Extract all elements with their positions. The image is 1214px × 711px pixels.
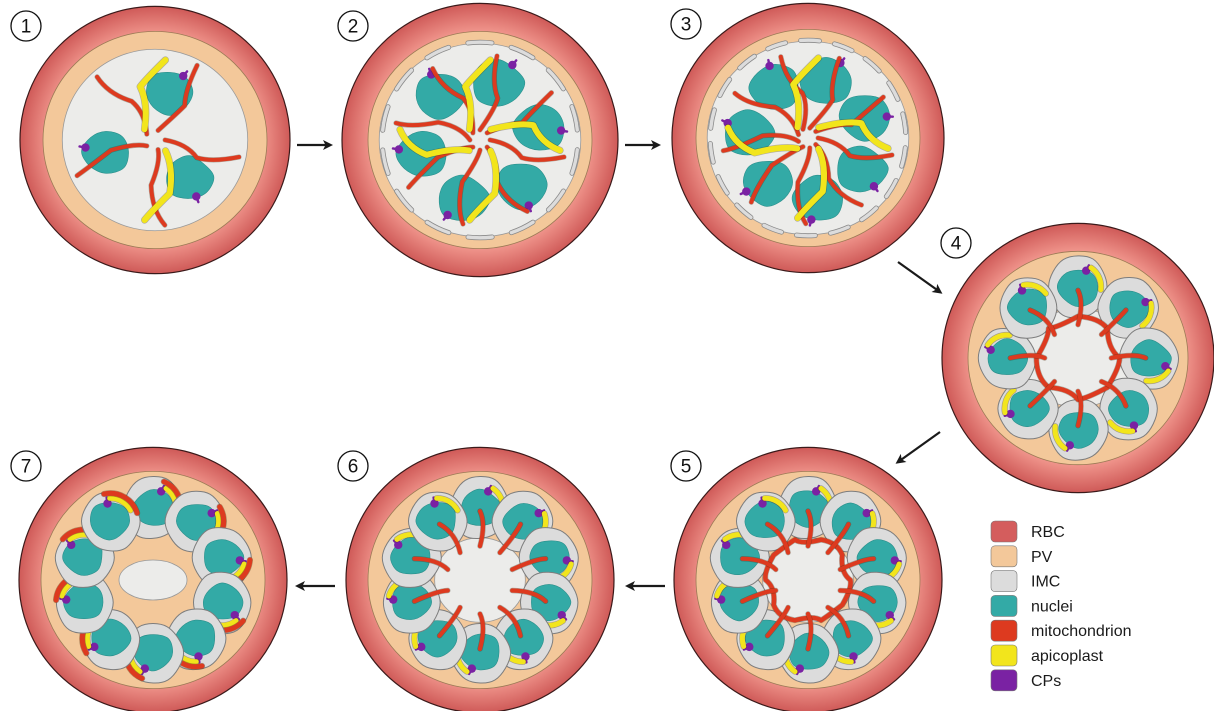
centriolar-plaque — [807, 215, 815, 223]
centriolar-plaque — [765, 62, 773, 70]
legend-swatch-apicoplast — [991, 645, 1017, 666]
stage-number-5: 5 — [681, 457, 692, 478]
cell-stage-4 — [942, 223, 1214, 492]
legend-label-apicoplast: apicoplast — [1031, 648, 1104, 665]
legend: RBC PV IMC nuclei mitochondrion apicoplastCPs — [991, 521, 1132, 691]
centriolar-plaque — [508, 61, 516, 69]
cell-stage-3 — [672, 3, 944, 272]
centriolar-plaque — [870, 182, 878, 190]
legend-swatch-cps — [991, 670, 1017, 691]
legend-label-rbc: RBC — [1031, 524, 1065, 541]
centriolar-plaque — [81, 143, 89, 151]
stage-number-1: 1 — [21, 17, 32, 38]
stage-arrow — [898, 262, 940, 292]
stage-arrow — [898, 432, 940, 462]
cell-stage-1 — [20, 6, 290, 273]
legend-swatch-rbc — [991, 521, 1017, 542]
imc-fragment — [801, 40, 820, 41]
legend-label-mitochondrion: mitochondrion — [1031, 623, 1132, 640]
stage-number-7: 7 — [21, 457, 32, 478]
imc-fragment — [468, 42, 492, 43]
stage-number-4: 4 — [951, 234, 962, 255]
cell-stage-7 — [19, 447, 287, 711]
residual-body — [119, 560, 187, 600]
centriolar-plaque — [883, 112, 891, 120]
legend-swatch-imc — [991, 571, 1017, 592]
cell-stage-2 — [342, 3, 618, 276]
centriolar-plaque — [179, 72, 187, 80]
legend-label-nuclei: nuclei — [1031, 598, 1073, 615]
cell-stage-5 — [674, 447, 942, 711]
legend-label-cps: CPs — [1031, 673, 1061, 690]
legend-swatch-nuclei — [991, 595, 1017, 616]
legend-label-pv: PV — [1031, 549, 1053, 566]
centriolar-plaque — [557, 126, 565, 134]
stage-number-2: 2 — [348, 17, 359, 38]
cell-stage-6 — [346, 447, 614, 711]
legend-swatch-pv — [991, 546, 1017, 567]
centriolar-plaque — [395, 145, 403, 153]
centriolar-plaque — [192, 192, 200, 200]
centriolar-plaque — [443, 211, 451, 219]
legend-label-imc: IMC — [1031, 574, 1060, 591]
mitochondrion-branch — [1010, 356, 1044, 359]
stage-number-6: 6 — [348, 457, 359, 478]
centriolar-plaque — [742, 187, 750, 195]
mitochondrion-branch — [1111, 356, 1145, 359]
imc-fragment — [468, 237, 492, 238]
stage-number-3: 3 — [681, 15, 692, 36]
legend-swatch-mitochondrion — [991, 620, 1017, 641]
imc-fragment — [797, 235, 816, 236]
